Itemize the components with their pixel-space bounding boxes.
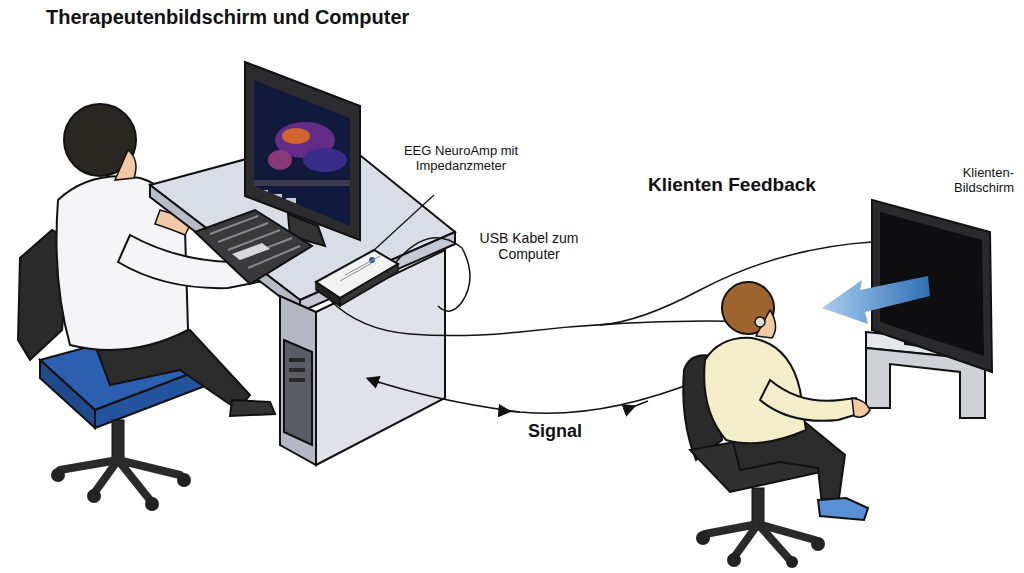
diagram-title: Therapeutenbildschirm und Computer (46, 6, 409, 29)
feedback-arrow (822, 276, 930, 324)
signal-arrowhead (630, 401, 648, 408)
device-label: EEG NeuroAmp mit Impedanzmeter (386, 144, 536, 174)
keyboard (195, 210, 312, 284)
client-monitor (866, 200, 992, 418)
signal-line (372, 380, 700, 413)
neuroamp-device (316, 250, 398, 306)
desk (150, 135, 455, 465)
computer-tower (284, 340, 312, 445)
client-figure (704, 282, 870, 520)
cable-label: USB Kabel zum Computer (474, 230, 584, 262)
leader-line (372, 195, 434, 252)
electrode-cable (330, 300, 760, 336)
section-label: Klienten Feedback (648, 174, 816, 196)
signal-arrowhead (505, 411, 520, 412)
usb-cable (396, 238, 470, 311)
monitor-label: Klienten- Bildschirm (944, 166, 1014, 196)
signal-label: Signal (524, 421, 586, 442)
signal-arrowhead (372, 380, 380, 383)
